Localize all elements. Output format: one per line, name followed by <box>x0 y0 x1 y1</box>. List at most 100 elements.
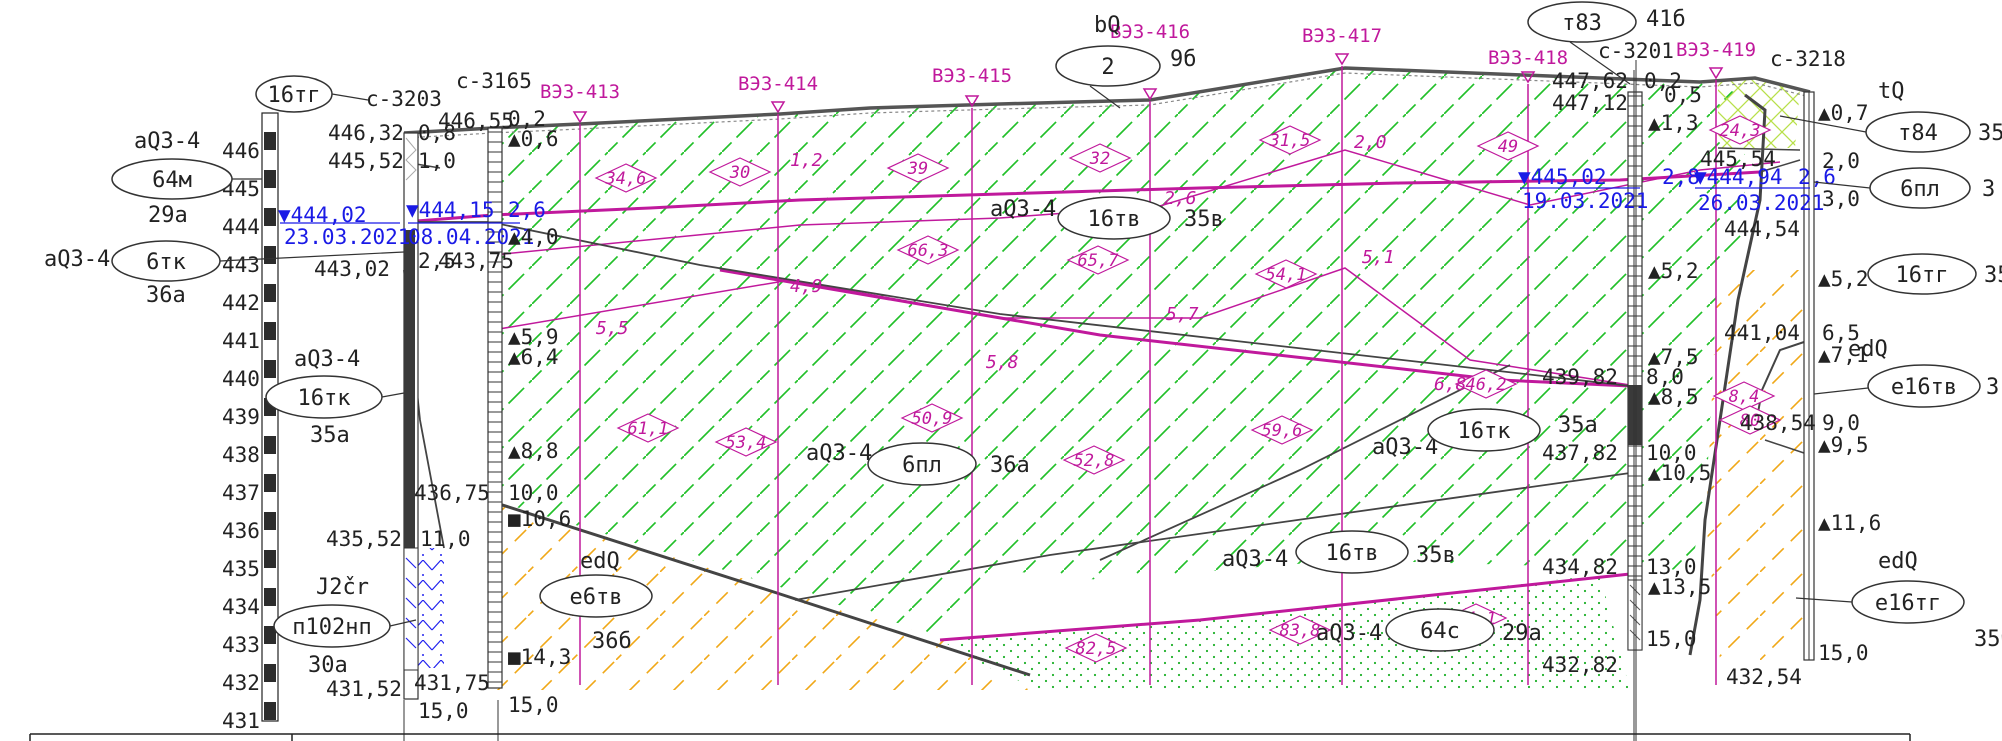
soil-age: aQ3-4 <box>1316 621 1382 646</box>
boundaries <box>403 93 1811 677</box>
resistivity-diamond <box>1254 259 1318 289</box>
elevation-label: 438,54 <box>1740 411 1816 435</box>
soil-category: 35в <box>1416 543 1456 568</box>
elevation-label: 447,12 <box>1552 91 1628 115</box>
thickness-label: 6,8 <box>1434 374 1467 395</box>
scale-block <box>264 170 276 188</box>
resistivity-value: 66,3 <box>908 241 949 261</box>
vez-label: ВЭЗ-417 <box>1302 25 1382 47</box>
vez-marker <box>1142 88 1158 101</box>
soil-index: 16тв <box>1326 541 1379 566</box>
scale-block <box>264 360 276 378</box>
elevation-label: 445,54 <box>1700 147 1776 171</box>
elevation-label: 441,04 <box>1724 321 1800 345</box>
resistivity-diamond <box>1258 125 1322 155</box>
thickness-labels: 1,2 2,6 2,0 4,9 5,5 5,8 5,7 5,1 6,8 <box>596 132 1467 395</box>
well-label-c3201: с-3201 <box>1598 39 1674 63</box>
scale-label: 432 <box>222 671 260 695</box>
soil-index: 16тв <box>1088 207 1141 232</box>
soil-category: 36а <box>990 453 1030 478</box>
depth-label: ▲8,5 <box>1648 385 1699 409</box>
resistivity-value: 31,5 <box>1269 131 1311 151</box>
depth-label: ▲5,2 <box>1648 259 1699 283</box>
vez-marker <box>964 95 980 108</box>
scale-label: 440 <box>222 367 260 391</box>
resistivity-value: 52,8 <box>1074 451 1115 471</box>
soil-category: 35 <box>1978 121 2002 146</box>
depth-label: 2,0 <box>1822 149 1860 173</box>
soil-age: aQ3-4 <box>990 197 1056 222</box>
scale-label: 433 <box>222 633 260 657</box>
scale-label: 444 <box>222 215 260 239</box>
vez-label: ВЭЗ-416 <box>1110 21 1190 43</box>
thickness-label: 5,1 <box>1362 247 1395 268</box>
soil-category: 36а <box>146 283 186 308</box>
alluvial-body <box>493 68 1745 636</box>
resistivity-diamond <box>886 153 950 183</box>
soil-category: 29а <box>1502 621 1542 646</box>
resistivity-diamond <box>1064 633 1128 663</box>
resistivity-value: 80 <box>1740 411 1760 431</box>
thickness-label: 5,8 <box>986 352 1019 373</box>
soil-age: edQ <box>580 549 620 574</box>
depth-label: ▲13,5 <box>1648 575 1711 599</box>
depth-label: 0,5 <box>1664 83 1702 107</box>
bottom-table <box>29 733 1911 741</box>
depth-label: 9,0 <box>1822 411 1860 435</box>
resistivity-diamond <box>1268 615 1332 645</box>
resistivity-value: 32 <box>1089 149 1110 169</box>
depth-label: ▲11,6 <box>1818 511 1881 535</box>
depth-label: 2,5 <box>418 249 456 273</box>
scale-label: 431 <box>222 709 260 733</box>
scale-block <box>264 702 276 720</box>
resistivity-diamond <box>900 403 964 433</box>
resistivity-value: 82,5 <box>1076 639 1117 659</box>
soil-category: 35а <box>310 423 350 448</box>
resistivity-diamond <box>1250 415 1314 445</box>
resistivity-value: 61,1 <box>628 419 669 439</box>
elevation-label: 446,32 <box>328 121 404 145</box>
resistivity-diamond <box>1476 131 1540 161</box>
depth-label: 15,0 <box>1646 627 1697 651</box>
soil-age: tQ <box>1878 79 1905 104</box>
soil-index: е16тв <box>1891 375 1957 400</box>
resistivity-diamond <box>1712 381 1776 411</box>
resistivity-diamond <box>1066 245 1130 275</box>
depth-label: 3,0 <box>1822 187 1860 211</box>
depth-label: ▲0,7 <box>1818 101 1869 125</box>
well-column-c3218 <box>1803 91 1815 661</box>
vez-marker <box>1708 67 1724 80</box>
elevation-label: 439,82 <box>1542 365 1618 389</box>
resistivity-diamond <box>1718 405 1782 435</box>
well-column-c3201 <box>1627 60 1643 741</box>
depth-label: ▲8,8 <box>508 439 559 463</box>
scale-block <box>264 588 276 606</box>
thickness-label: 2,0 <box>1354 132 1387 153</box>
vez-marker <box>770 101 786 114</box>
eluvial-body-right <box>1706 270 1810 660</box>
depth-label: ▲10,5 <box>1648 461 1711 485</box>
soil-index: п102нп <box>292 615 371 640</box>
soil-index: 16тг <box>268 83 321 108</box>
scale-label: 437 <box>222 481 260 505</box>
soil-category: 29а <box>148 203 188 228</box>
elevation-label: 443,75 <box>438 249 514 273</box>
elevation-label: 431,52 <box>326 677 402 701</box>
scale-label: 441 <box>222 329 260 353</box>
depth-label: 1,0 <box>418 149 456 173</box>
elevation-label: 437,82 <box>1542 441 1618 465</box>
layer-fills <box>416 68 1810 690</box>
elevation-label: 445,52 <box>328 149 404 173</box>
thickness-label: 4,9 <box>790 276 823 297</box>
soil-age: edQ <box>1878 549 1918 574</box>
depth-label: ■14,3 <box>508 645 571 669</box>
depth-label: ▲5,2 <box>1818 267 1869 291</box>
soil-category: 41б <box>1646 7 1686 32</box>
soil-index: 64м <box>152 168 192 193</box>
resistivity-value: 49 <box>1498 137 1518 157</box>
soil-index: 16тг <box>1896 263 1949 288</box>
depth-label: ▲0,6 <box>508 127 559 151</box>
elevation-scale: 4464454444434424414404394384374364354344… <box>222 112 279 733</box>
resistivity-value: 8,4 <box>1729 387 1760 407</box>
